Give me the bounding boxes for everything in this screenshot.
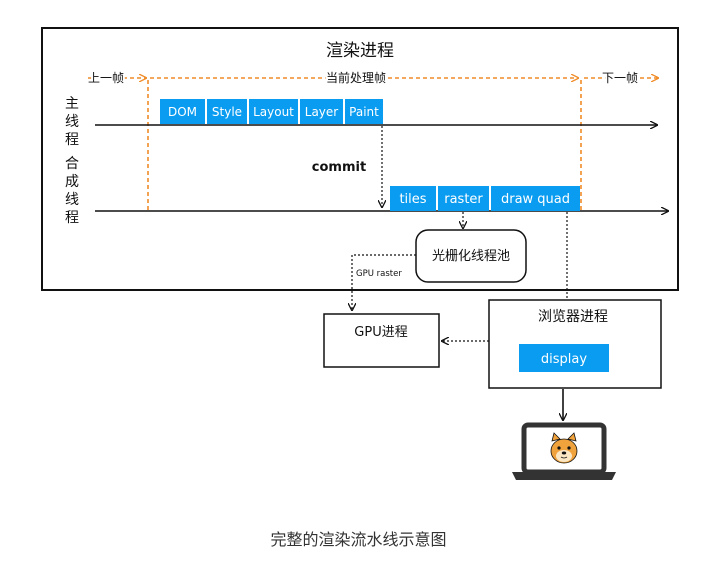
compositor-step: draw quad [491, 186, 580, 211]
compositor-step-label: draw quad [501, 192, 570, 207]
compositor-step-label: tiles [399, 192, 426, 207]
main-thread-label: 主 线 程 [65, 96, 79, 148]
main-thread-label-char: 线 [65, 114, 79, 130]
render-process-frame [41, 27, 679, 291]
compositor-thread-label-char: 线 [65, 192, 79, 208]
render-process-title: 渲染进程 [326, 41, 394, 61]
current-frame-label: 当前处理帧 [326, 70, 386, 85]
main-thread-label-char: 主 [65, 96, 79, 112]
gpu-process-box [323, 313, 440, 368]
gpu-raster-arrow [352, 254, 416, 310]
compositor-step-block [390, 186, 436, 211]
main-step-block [160, 99, 205, 124]
monitor-base [512, 472, 616, 480]
diagram-caption: 完整的渲染流水线示意图 [270, 530, 447, 549]
main-step-block [249, 99, 298, 124]
compositor-step-block [438, 186, 489, 211]
display-label: display [541, 352, 587, 367]
browser-process-label: 浏览器进程 [538, 309, 608, 325]
gpu-raster-label: GPU raster [356, 269, 402, 279]
main-step: Paint [345, 99, 383, 124]
display-block [519, 344, 609, 372]
compositor-thread-label-char: 合 [65, 156, 79, 172]
compositor-step-label: raster [444, 192, 483, 207]
doge-face-icon [550, 432, 578, 464]
main-step-block [300, 99, 343, 124]
doge-monitor-icon [512, 422, 616, 480]
main-step-label: Layer [305, 105, 339, 119]
raster-thread-pool-label: 光栅化线程池 [432, 249, 510, 264]
main-step-label: Style [212, 105, 242, 119]
main-step-block [345, 99, 383, 124]
main-step-block [207, 99, 247, 124]
main-step-label: DOM [168, 105, 197, 119]
main-thread-label-char: 程 [65, 132, 79, 148]
next-frame-label: 下一帧 [602, 71, 638, 85]
main-step-label: Paint [349, 105, 379, 119]
gpu-process-label: GPU进程 [354, 325, 407, 340]
main-step: Layer [300, 99, 343, 124]
raster-thread-pool-box [415, 229, 527, 283]
main-step: Layout [249, 99, 298, 124]
prev-frame-label: 上一帧 [88, 71, 124, 85]
main-step-label: Layout [253, 105, 294, 119]
compositor-step: raster [438, 186, 489, 211]
main-step: DOM [160, 99, 205, 124]
compositor-step: tiles [390, 186, 436, 211]
compositor-thread-label: 合 成 线 程 [65, 156, 79, 226]
main-step: Style [207, 99, 247, 124]
compositor-step-block [491, 186, 580, 211]
compositor-thread-label-char: 成 [65, 174, 79, 190]
compositor-thread-label-char: 程 [65, 210, 79, 226]
commit-label: commit [312, 160, 366, 175]
